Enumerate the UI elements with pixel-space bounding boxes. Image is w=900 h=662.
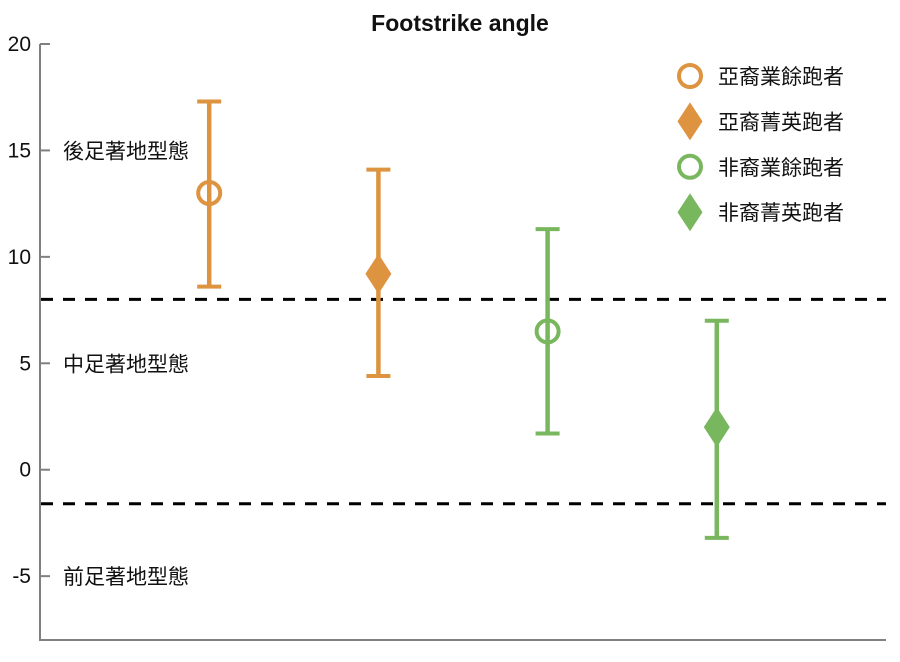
legend-label: 亞裔業餘跑者 [718,66,844,89]
axes-layer: 20 15 10 5 0 -5 [8,33,886,641]
errorbar-group [703,318,730,540]
legend-filled-diamond-icon [677,193,703,232]
errorbar-group [365,167,392,379]
y-tick-label: -5 [12,565,31,588]
chart-title: Footstrike angle [371,10,549,36]
legend-filled-diamond-icon [677,102,703,141]
legend-item: 非裔業餘跑者 [677,153,844,180]
legend-open-circle-icon [677,63,703,89]
mean-marker-filled-diamond-icon [365,253,392,294]
y-tick-label: 20 [8,33,31,56]
legend-item: 非裔菁英跑者 [677,193,844,232]
legend-label: 非裔菁英跑者 [718,202,844,225]
legend-open-circle-icon [677,153,703,180]
errorbar-group [534,227,561,436]
y-tick-label: 5 [19,352,31,375]
region-label: 後足著地型態 [63,140,189,163]
errorbar-group [196,99,223,289]
legend-item: 亞裔業餘跑者 [677,63,844,89]
region-label: 前足著地型態 [63,566,189,589]
errorbar-series-layer [196,99,730,540]
mean-marker-filled-diamond-icon [703,407,730,448]
legend-item: 亞裔菁英跑者 [677,102,844,141]
threshold-lines-layer [41,297,886,506]
mean-marker-open-circle-icon [534,318,561,345]
region-label: 中足著地型態 [63,353,189,376]
y-tick-label: 15 [8,139,31,162]
mean-marker-open-circle-icon [196,180,223,206]
legend-label: 非裔業餘跑者 [718,157,844,180]
y-tick-label: 10 [8,246,31,269]
legend-label: 亞裔菁英跑者 [718,111,844,134]
y-tick-label: 0 [19,459,31,482]
